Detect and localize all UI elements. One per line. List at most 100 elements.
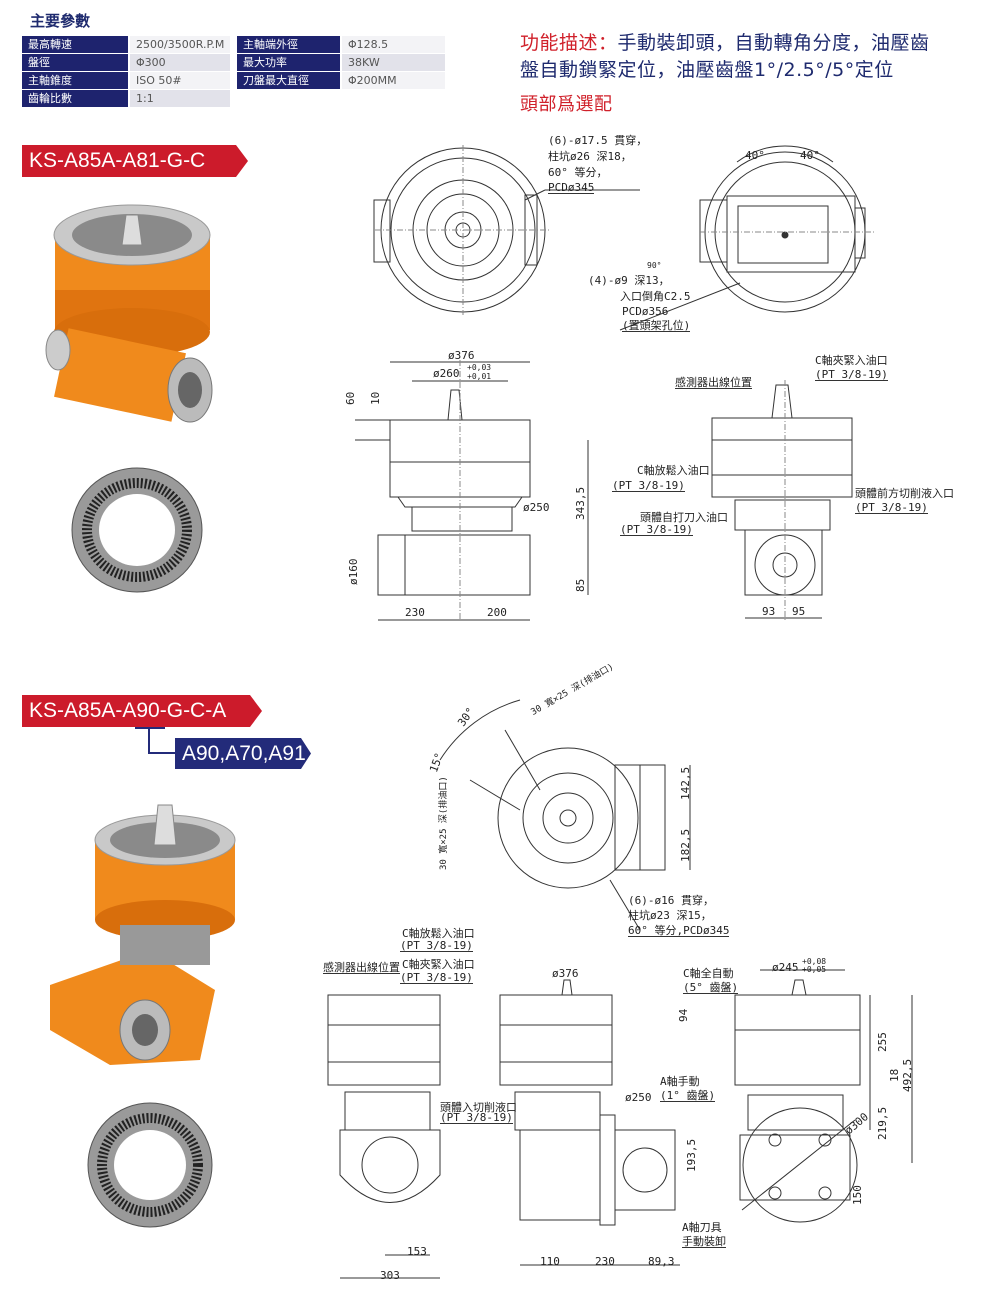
dimension-label: 頭體自打刀入油口 [640, 511, 728, 524]
dimension-label: 230 [405, 606, 425, 619]
dimension-label: C軸夾緊入油口 [402, 958, 475, 971]
spec-value: 2500/3500R.P.M [130, 36, 230, 53]
dimension-label: 60° 等分， [548, 166, 608, 179]
description-line-1: 功能描述：手動裝卸頭，自動轉角分度，油壓齒 [520, 28, 930, 55]
spec-label: 刀盤最大直徑 [237, 72, 340, 89]
spec-value: 38KW [342, 54, 445, 71]
dimension-label: 219,5 [876, 1106, 889, 1140]
spec-label: 主軸端外徑 [237, 36, 340, 53]
drawing-2-side-view-right [734, 969, 913, 1223]
dimension-label: 142,5 [679, 766, 692, 800]
dimension-label: +0,01 [467, 372, 492, 381]
dimension-label: 89,3 [648, 1255, 675, 1268]
dimension-label: ø250 [523, 501, 550, 514]
dimension-label: 柱坑ø26 深18， [548, 150, 632, 163]
model-badge-2: KS-A85A-A90-G-C-A [22, 695, 262, 727]
dimension-label: ø160 [347, 558, 360, 586]
dimension-label: 93 [762, 605, 776, 618]
dimension-label: 85 [574, 578, 587, 592]
dimension-label: 40° [745, 149, 765, 162]
dimension-label: 94 [677, 1008, 690, 1022]
gear-ring-photo-2 [87, 1102, 213, 1228]
dimension-label: 感測器出線位置 [675, 376, 752, 389]
dimension-label: 95 [792, 605, 806, 618]
description-line-2: 盤自動鎖緊定位，油壓齒盤1°/2.5°/5°定位 [520, 59, 894, 81]
spec-value: Φ200MM [342, 72, 445, 89]
dimension-label: (PT 3/8-19) [855, 501, 928, 514]
dimension-label: ø376 [552, 967, 579, 980]
dimension-label: PCDø356 [622, 305, 669, 318]
dimension-label: +0,08 [802, 957, 827, 966]
dimension-label: ø260 [433, 367, 460, 380]
drawing-2-top-view [439, 699, 691, 931]
dimension-label: 柱坑ø23 深15， [628, 909, 712, 922]
dimension-label: (6)-ø16 貫穿， [628, 894, 714, 907]
badge-connector [135, 727, 165, 729]
dimension-label: 頭體前方切削液入口 [855, 487, 954, 500]
description-text: 手動裝卸頭，自動轉角分度，油壓齒 [617, 32, 930, 54]
dimension-label: 255 [876, 1032, 889, 1052]
badge-connector [148, 727, 150, 753]
dimension-label: (置頭架孔位) [622, 319, 691, 332]
spec-label: 齒輪比數 [22, 90, 128, 107]
description-note: 頭部爲選配 [520, 94, 613, 115]
dimension-label: 492,5 [901, 1058, 914, 1092]
dimension-label: 40° [800, 149, 820, 162]
model-badge-1: KS-A85A-A81-G-C [22, 145, 248, 177]
dimension-label: (PT 3/8-19) [400, 971, 473, 984]
dimension-label: ø245 [772, 961, 799, 974]
drawing-1-top-view [373, 145, 640, 315]
description-lead: 功能描述： [520, 32, 618, 54]
product-photo-1 [45, 204, 213, 423]
spec-value: Φ128.5 [342, 36, 445, 53]
dimension-label: C軸放鬆入油口 [637, 464, 710, 477]
variant-badge: A90,A70,A91 [175, 738, 311, 769]
dimension-label: 193,5 [685, 1138, 698, 1172]
spec-label: 盤徑 [22, 54, 128, 71]
specs-title: 主要參數 [30, 12, 91, 30]
dimension-label: 18 [888, 1068, 901, 1082]
dimension-label: (PT 3/8-19) [815, 368, 888, 381]
dimension-label: 182,5 [679, 828, 692, 862]
badge-connector [148, 752, 176, 754]
dimension-label: 110 [540, 1255, 560, 1268]
dimension-label: (PT 3/8-19) [400, 939, 473, 952]
dimension-label: 200 [487, 606, 507, 619]
dimension-label: ø376 [448, 349, 475, 362]
dimension-label: (5° 齒盤) [683, 981, 739, 994]
drawing-1-front-view [711, 380, 853, 620]
dimension-label: 30 寬×25 深(排油口) [439, 776, 449, 870]
dimension-label: PCDø345 [548, 181, 595, 194]
dimension-label: 90° [647, 261, 662, 270]
dimension-label: 303 [380, 1269, 400, 1282]
dimension-label: 手動裝卸 [682, 1235, 726, 1248]
dimension-label: C軸夾緊入油口 [815, 354, 888, 367]
dimension-label: 60 [344, 391, 357, 405]
spec-label: 主軸錐度 [22, 72, 128, 89]
dimension-label: C軸全自動 [683, 967, 734, 980]
spec-value: ISO 50# [130, 72, 230, 89]
dimension-label: 153 [407, 1245, 427, 1258]
spec-value: Φ300 [130, 54, 230, 71]
gear-ring-photo-1 [71, 467, 203, 593]
drawing-2-side-view-middle [499, 979, 680, 1266]
dimension-label: (4)-ø9 深13， [588, 274, 670, 287]
dimension-label: (PT 3/8-19) [612, 479, 685, 492]
dimension-label: ø250 [625, 1091, 652, 1104]
dimension-label: 頭體入切削液口 [440, 1101, 517, 1114]
dimension-label: (6)-ø17.5 貫穿， [548, 134, 648, 147]
dimension-label: 343,5 [574, 486, 587, 520]
drawing-1-top-view-right [619, 145, 875, 331]
dimension-label: 10 [369, 391, 382, 405]
dimension-label: (PT 3/8-19) [440, 1111, 513, 1124]
dimension-label: A軸手動 [660, 1075, 700, 1088]
dimension-label: 60° 等分,PCDø345 [628, 924, 730, 937]
spec-label: 最高轉速 [22, 36, 128, 53]
dimension-label: +0,03 [467, 363, 492, 372]
dimension-label: C軸放鬆入油口 [402, 927, 475, 940]
dimension-label: 150 [851, 1185, 864, 1205]
dimension-label: (1° 齒盤) [660, 1089, 716, 1102]
